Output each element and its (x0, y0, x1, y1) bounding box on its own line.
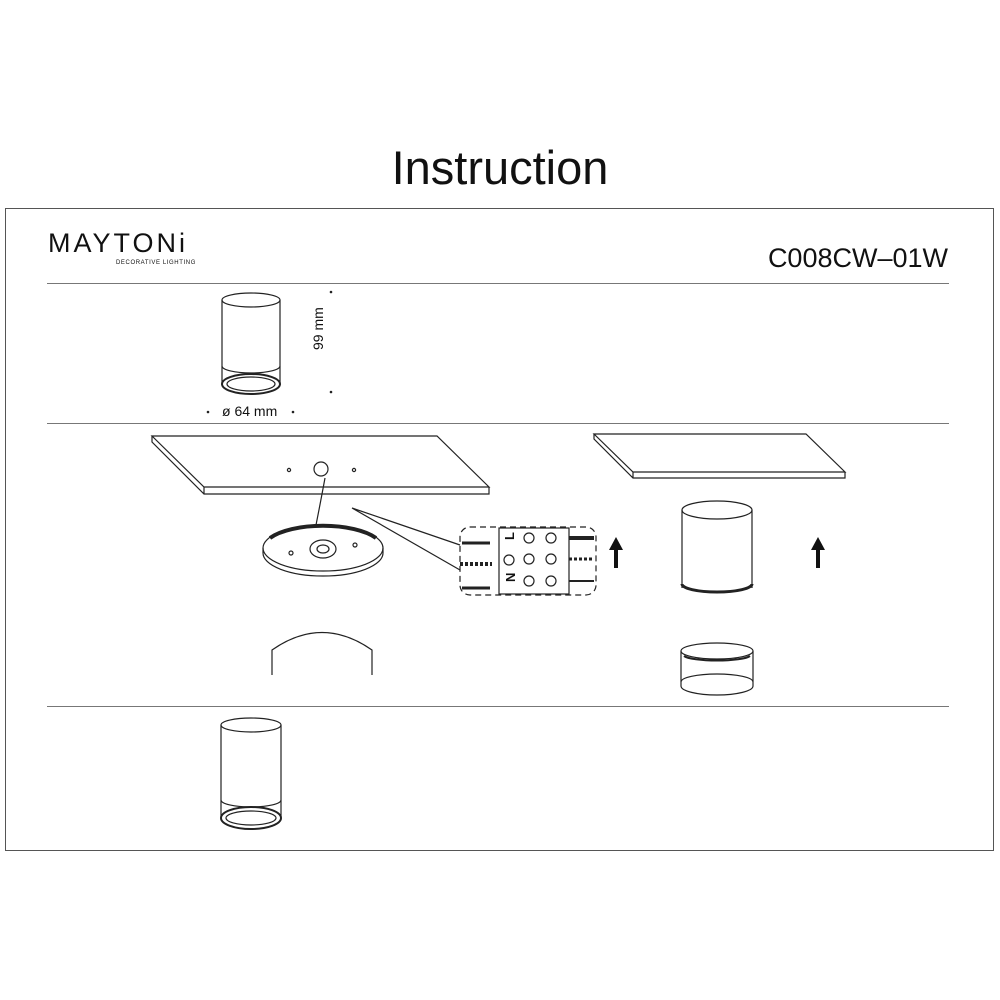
dimension-dots (206, 290, 333, 414)
terminal-block (459, 526, 597, 596)
mounting-base (262, 523, 384, 577)
model-code: C008CW–01W (767, 243, 948, 273)
ceiling-plate-right (592, 433, 847, 479)
ceiling-plate-left (150, 435, 491, 571)
diameter-label: ø 64 mm (222, 403, 278, 419)
lamp-ring (680, 642, 754, 696)
instruction-frame (5, 208, 994, 851)
divider (47, 423, 949, 424)
brand-logo: MAYTONi DECORATIVE LIGHTING (48, 228, 195, 266)
lamp-body (680, 500, 754, 594)
brand-tagline: DECORATIVE LIGHTING (116, 260, 196, 266)
up-arrow-icon (609, 537, 825, 568)
page-title: Instruction (391, 141, 609, 194)
cover-fragment (271, 632, 373, 675)
terminal-label-n: N (503, 573, 518, 582)
lamp-product-view (221, 292, 281, 395)
brand-name: MAYTONi (48, 228, 189, 258)
terminal-label-l: L (502, 532, 517, 540)
lamp-installed-view (220, 717, 282, 830)
divider (47, 283, 949, 284)
divider (47, 706, 949, 707)
